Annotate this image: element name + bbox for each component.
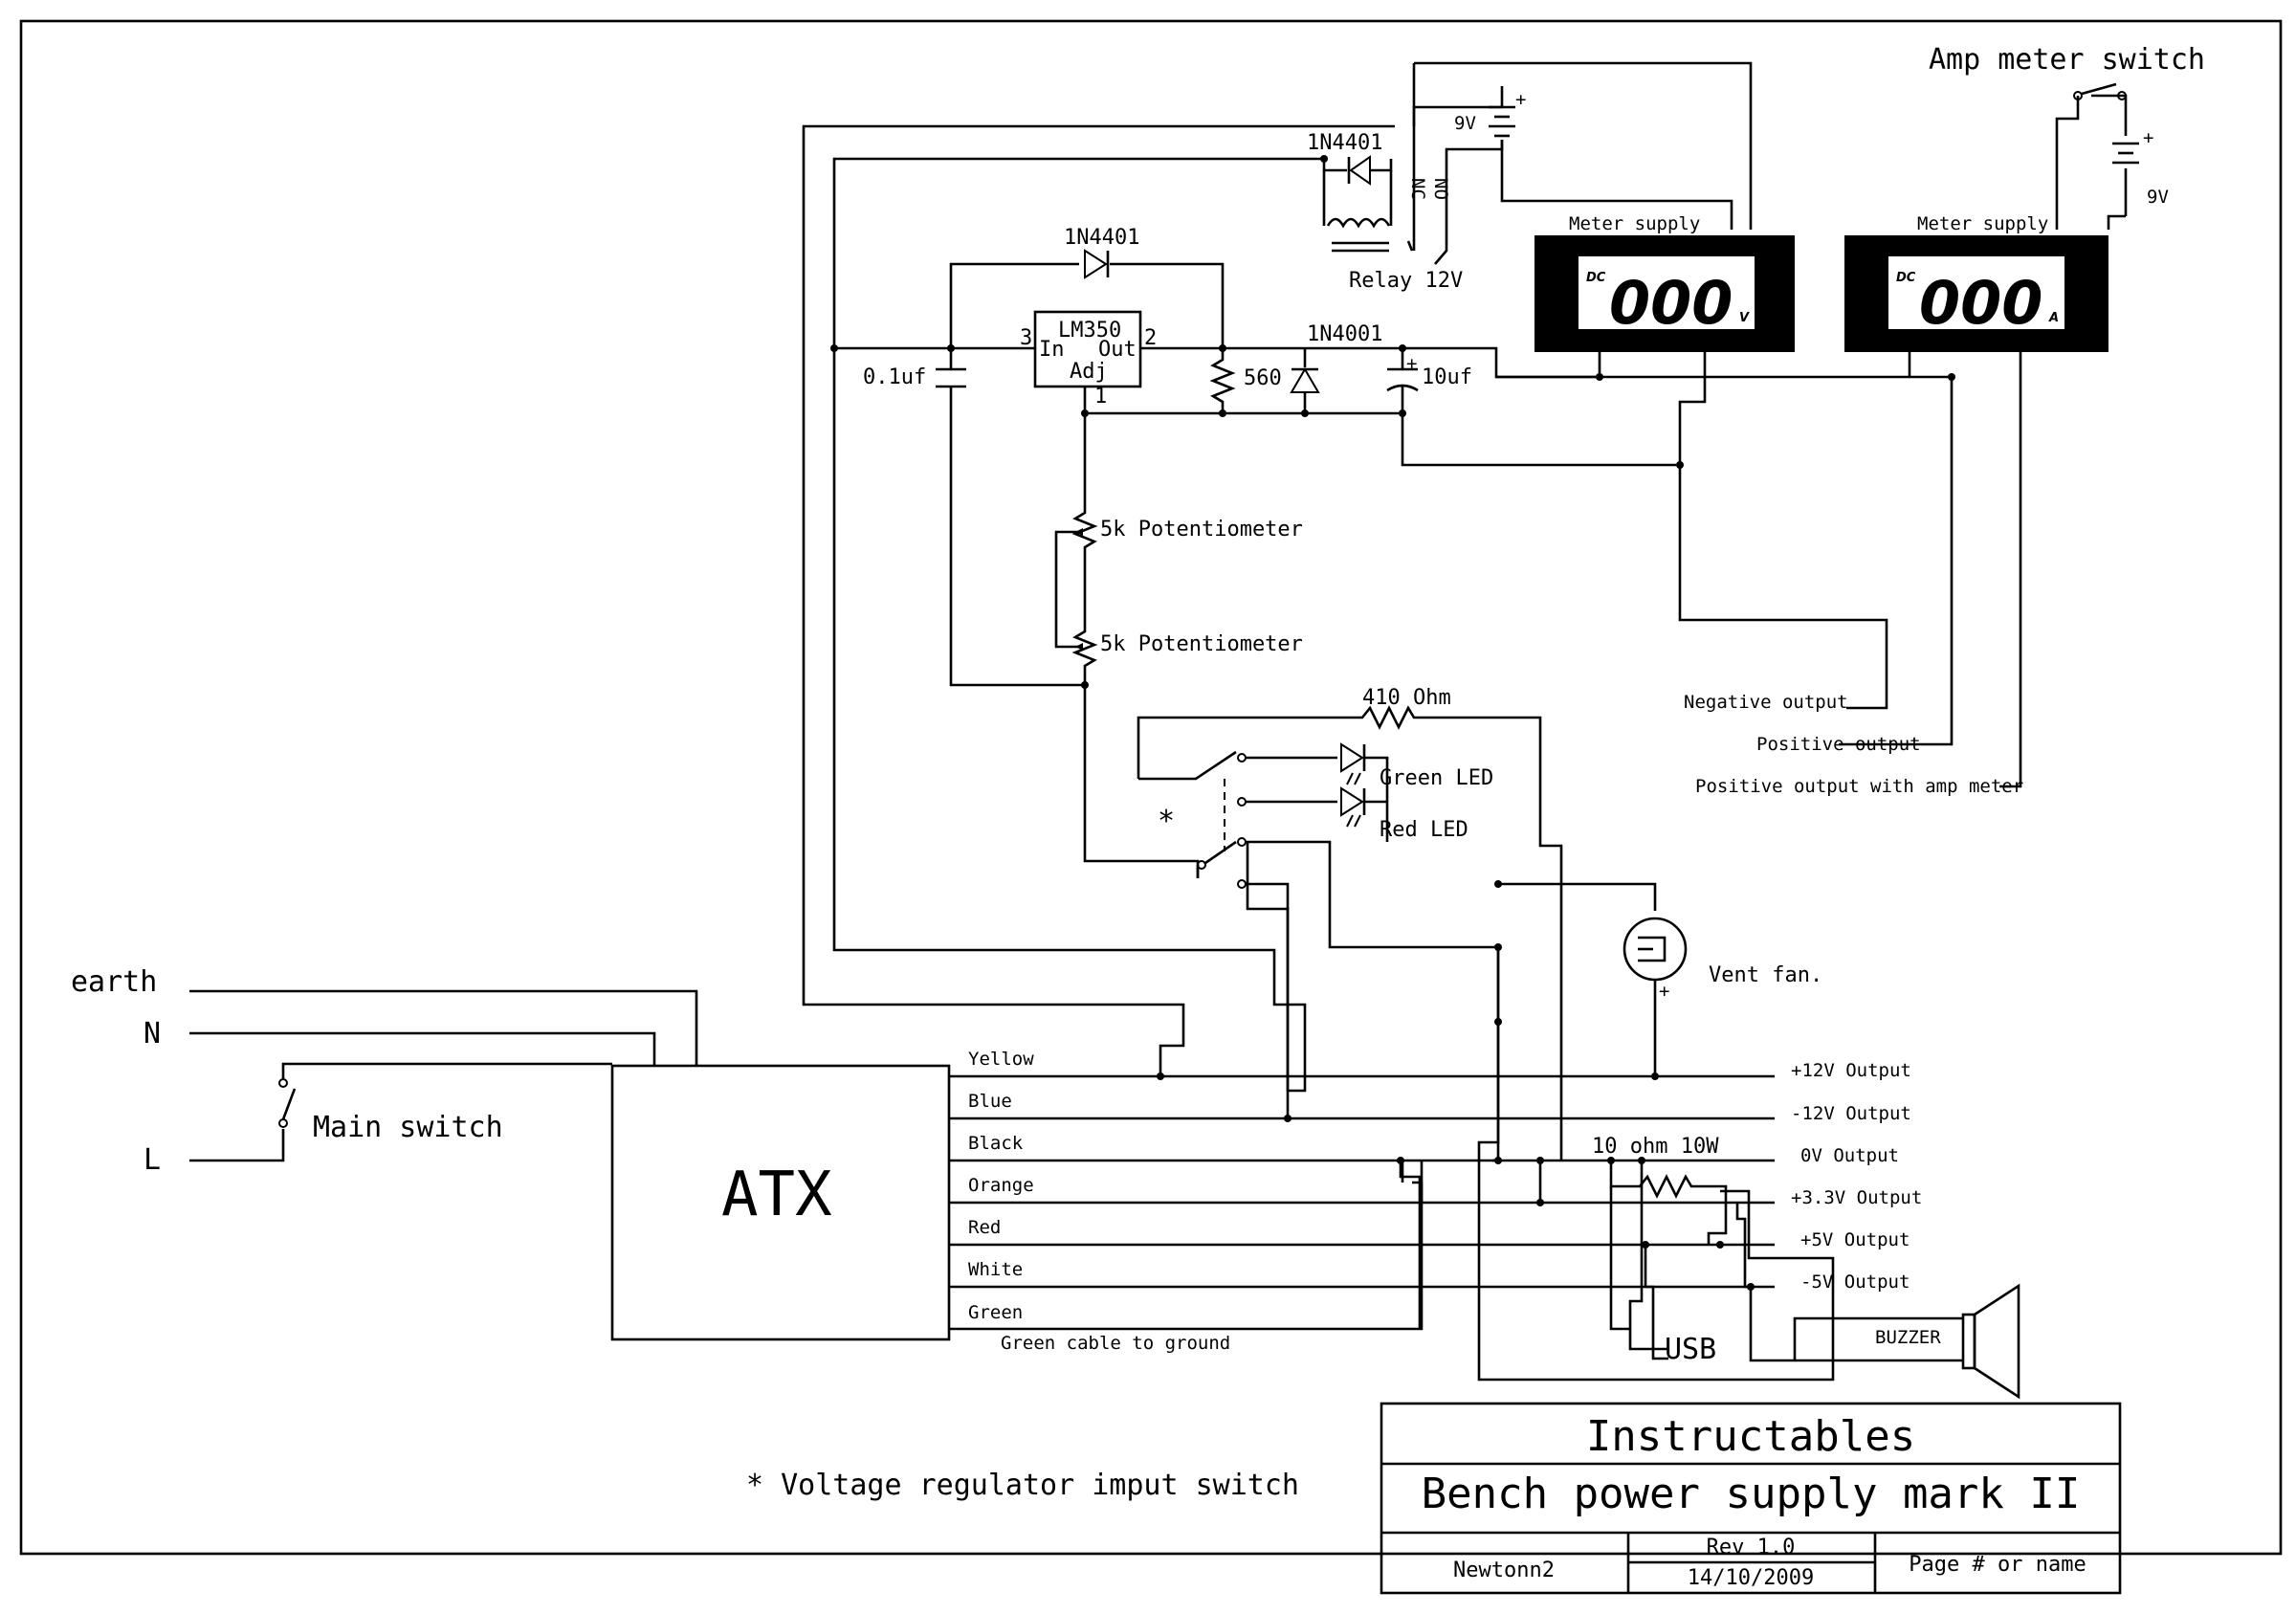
fan-plus: + [1659, 981, 1669, 1002]
atx-power-supply: ATX Yellow Blue Black Orange Red White G… [610, 1049, 1230, 1354]
amp-battery-plus: + [2143, 127, 2153, 148]
output-minus-12v: -12V Output [1791, 1103, 1911, 1124]
pin-2-label: 2 [1144, 326, 1157, 350]
led-indicator-section: 410 Ohm * Green LED Red LED [1137, 686, 1563, 1161]
switch-note: * Voltage regulator imput switch [746, 1469, 1299, 1502]
pin-in-label: In [1039, 338, 1065, 362]
wire-label-black: Black [968, 1133, 1024, 1154]
amp-meter-switch-label: Amp meter switch [1929, 43, 2205, 77]
title-block: Instructables Bench power supply mark II… [1380, 1402, 2122, 1595]
red-led-label: Red LED [1380, 818, 1468, 842]
volt-meter-caption: Meter supply [1569, 213, 1700, 234]
main-switch-symbol [278, 1062, 612, 1128]
pin-out-label: Out [1098, 338, 1137, 362]
amp-meter-reading: 000 [1919, 268, 2042, 338]
amp-meter-caption: Meter supply [1917, 213, 2048, 234]
amp-meter-unit: A [2048, 311, 2059, 325]
neutral-wire [189, 1031, 656, 1066]
wire-label-blue: Blue [968, 1091, 1012, 1112]
relay-12v: 1N4401 Relay 12V NC NO 9V + [1307, 61, 1753, 293]
live-label: L [144, 1143, 161, 1177]
resistor-10ohm-label: 10 ohm 10W [1592, 1135, 1719, 1159]
lower-wiring: 10 ohm 10W USB BUZZER [1397, 1022, 2020, 1400]
cap-out-plus: + [1406, 353, 1417, 374]
wire-label-green: Green [968, 1302, 1023, 1323]
regulator-output: 560 1N4001 + 10uf [1081, 322, 1676, 467]
mains-input: earth N L Main switch [71, 965, 698, 1177]
lm350-regulator: LM350 In Out Adj 3 2 1 [1020, 310, 1157, 409]
amp-meter-dc: DC [1896, 271, 1916, 285]
positive-amp-output-label: Positive output with amp meter [1695, 776, 2023, 797]
buzzer-label: BUZZER [1875, 1327, 1941, 1348]
meter-wiring: Negative output Positive output Positive… [1496, 352, 2023, 797]
pin-adj-label: Adj [1070, 360, 1108, 384]
positive-output-label: Positive output [1756, 734, 1921, 755]
output-rails: +12V Output -12V Output 0V Output +3.3V … [949, 1060, 1922, 1331]
atx-label: ATX [721, 1160, 832, 1230]
relay-no-label: NO [1430, 178, 1451, 200]
diode-1n4401-top: 1N4401 [949, 226, 1225, 348]
output-0v: 0V Output [1800, 1145, 1899, 1166]
title-company: Instructables [1586, 1412, 1915, 1461]
neutral-label: N [144, 1017, 161, 1050]
pot2-label: 5k Potentiometer [1100, 632, 1303, 656]
resistor-560-label: 560 [1244, 366, 1282, 390]
output-12v: +12V Output [1791, 1060, 1911, 1081]
selector-switch-mark: * [1158, 805, 1175, 838]
relay-battery-plus: + [1515, 89, 1526, 110]
cap-in-label: 0.1uf [863, 365, 926, 389]
title-revision: Rev 1.0 [1707, 1536, 1796, 1559]
relay-battery-label: 9V [1454, 113, 1476, 134]
title-name: Bench power supply mark II [1422, 1470, 2081, 1518]
earth-wire [189, 989, 698, 1066]
volt-meter-unit: V [1739, 311, 1750, 325]
vent-fan: + Vent fan. [1494, 880, 1822, 1080]
output-minus-5v: -5V Output [1800, 1271, 1910, 1293]
green-led-label: Green LED [1380, 766, 1493, 790]
relay-diode-label: 1N4401 [1307, 131, 1382, 155]
diode-top-label: 1N4401 [1064, 226, 1139, 250]
wire-label-orange: Orange [968, 1175, 1034, 1196]
amp-battery-label: 9V [2147, 187, 2169, 208]
output-5v: +5V Output [1800, 1229, 1910, 1250]
diode-out-label: 1N4001 [1307, 322, 1382, 346]
vent-fan-label: Vent fan. [1709, 963, 1822, 987]
amp-meter: Meter supply DC 000 A Amp meter switch +… [1844, 43, 2205, 352]
cap-out-label: 10uf [1422, 365, 1472, 389]
green-to-ground-note: Green cable to ground [1001, 1333, 1230, 1354]
wire-label-white: White [968, 1259, 1023, 1280]
regulator-feed-wires [802, 124, 1395, 1122]
volt-meter: Meter supply DC 000 V [1534, 213, 1795, 352]
title-page: Page # or name [1909, 1553, 2086, 1577]
negative-output-label: Negative output [1684, 692, 1848, 713]
title-date: 14/10/2009 [1688, 1566, 1814, 1590]
live-wire [189, 1129, 285, 1162]
resistor-410-label: 410 Ohm [1362, 686, 1451, 710]
volt-meter-dc: DC [1586, 271, 1606, 285]
wire-label-yellow: Yellow [968, 1049, 1034, 1070]
pin-3-label: 3 [1020, 326, 1032, 350]
output-3v3: +3.3V Output [1791, 1187, 1922, 1208]
pin-1-label: 1 [1094, 385, 1107, 409]
relay-nc-label: NC [1407, 178, 1428, 200]
volt-meter-reading: 000 [1609, 268, 1733, 338]
main-switch-label: Main switch [313, 1111, 503, 1144]
earth-label: earth [71, 965, 157, 999]
title-author: Newtonn2 [1453, 1559, 1555, 1582]
lm350-label: LM350 [1058, 319, 1121, 343]
pot1-label: 5k Potentiometer [1100, 518, 1303, 542]
relay-label: Relay 12V [1349, 269, 1463, 293]
potentiometers: 5k Potentiometer 5k Potentiometer [1054, 413, 1303, 878]
usb-label: USB [1665, 1333, 1716, 1366]
input-capacitor: 0.1uf [863, 348, 1085, 687]
wire-label-red: Red [968, 1217, 1001, 1238]
sheet-border [19, 19, 2283, 1556]
